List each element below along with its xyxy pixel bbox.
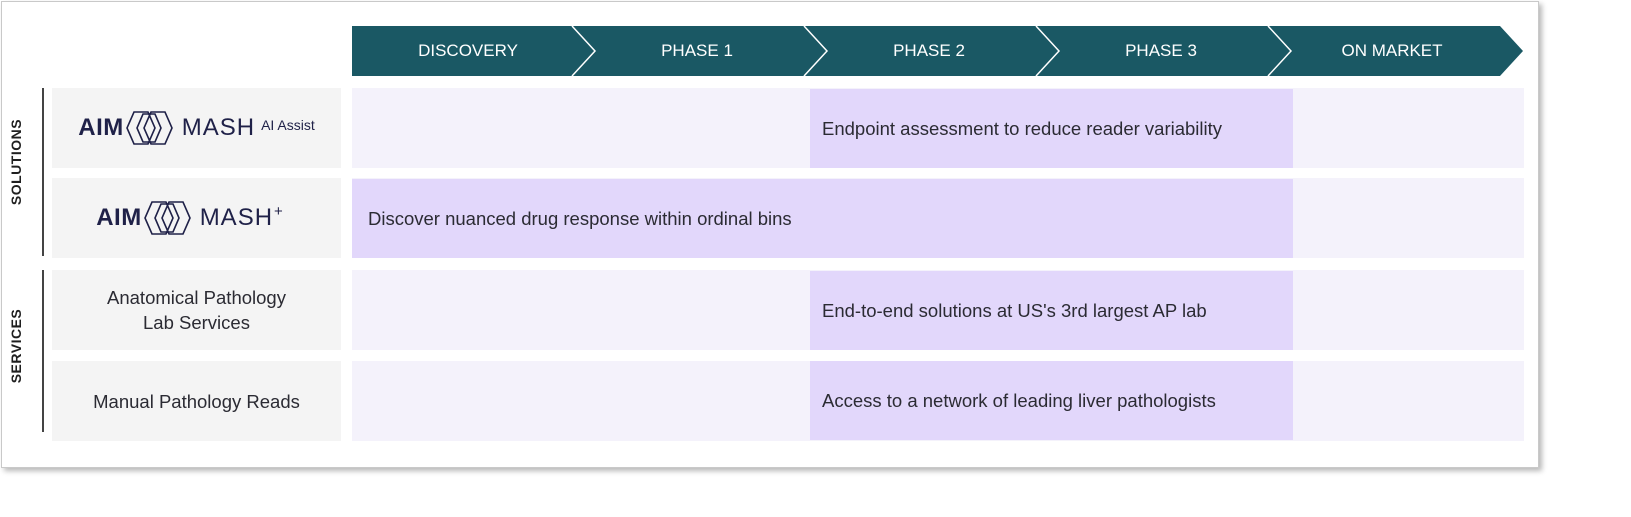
phase-header-arrow [352,26,1523,76]
logo-product: MASH [181,114,256,141]
interlocking-hexagons-icon [125,111,173,145]
aim-mash-plus-logo: AIM MASH + [96,198,283,238]
aim-mash-plus-logo-cell: AIM MASH + [52,178,341,258]
logo-plus: + [274,202,283,220]
phase-divider [1035,26,1061,76]
logo-brand: AIM [96,204,142,231]
logo-suffix: AI Assist [261,117,315,133]
solutions-bracket-line [42,88,44,256]
row-4-bar: Access to a network of leading liver pat… [810,361,1293,440]
services-bracket-line [42,270,44,432]
row-4-bar-text: Access to a network of leading liver pat… [822,389,1216,411]
phase-arrow-body [352,26,1523,76]
aim-mash-ai-assist-logo-cell: AIM MASH AI Assist [52,88,341,168]
row-1-bar-text: Endpoint assessment to reduce reader var… [822,117,1223,139]
ap-lab-services-label: Anatomical Pathology Lab Services [107,285,286,335]
phase-discovery-label: DISCOVERY [418,41,518,60]
row-3-bar-text: End-to-end solutions at US's 3rd largest… [822,299,1207,321]
row-2-bar-text: Discover nuanced drug response within or… [368,207,792,229]
ap-lab-services-line1: Anatomical Pathology [107,287,286,308]
row-1-bar: Endpoint assessment to reduce reader var… [810,89,1293,168]
row-3-bar: End-to-end solutions at US's 3rd largest… [810,271,1293,350]
ap-lab-services-cell: Anatomical Pathology Lab Services [52,270,341,350]
phase-divider [803,26,829,76]
row-2-bar: Discover nuanced drug response within or… [352,179,1293,258]
interlocking-hexagons-icon [143,201,191,235]
aim-mash-ai-assist-logo: AIM MASH AI Assist [78,108,315,148]
phase-divider [1267,26,1293,76]
solutions-group-label: SOLUTIONS [8,118,24,206]
phase-on-market-label: ON MARKET [1341,41,1443,60]
manual-pathology-reads-cell: Manual Pathology Reads [52,361,341,441]
phase-2-label: PHASE 2 [893,41,965,60]
logo-brand: AIM [78,114,124,141]
services-group-label: SERVICES [8,308,24,384]
phase-1-label: PHASE 1 [661,41,733,60]
phase-3-label: PHASE 3 [1125,41,1197,60]
phase-divider [571,26,597,76]
logo-product: MASH [199,204,274,231]
manual-pathology-reads-label: Manual Pathology Reads [93,390,300,412]
ap-lab-services-line2: Lab Services [143,312,250,333]
